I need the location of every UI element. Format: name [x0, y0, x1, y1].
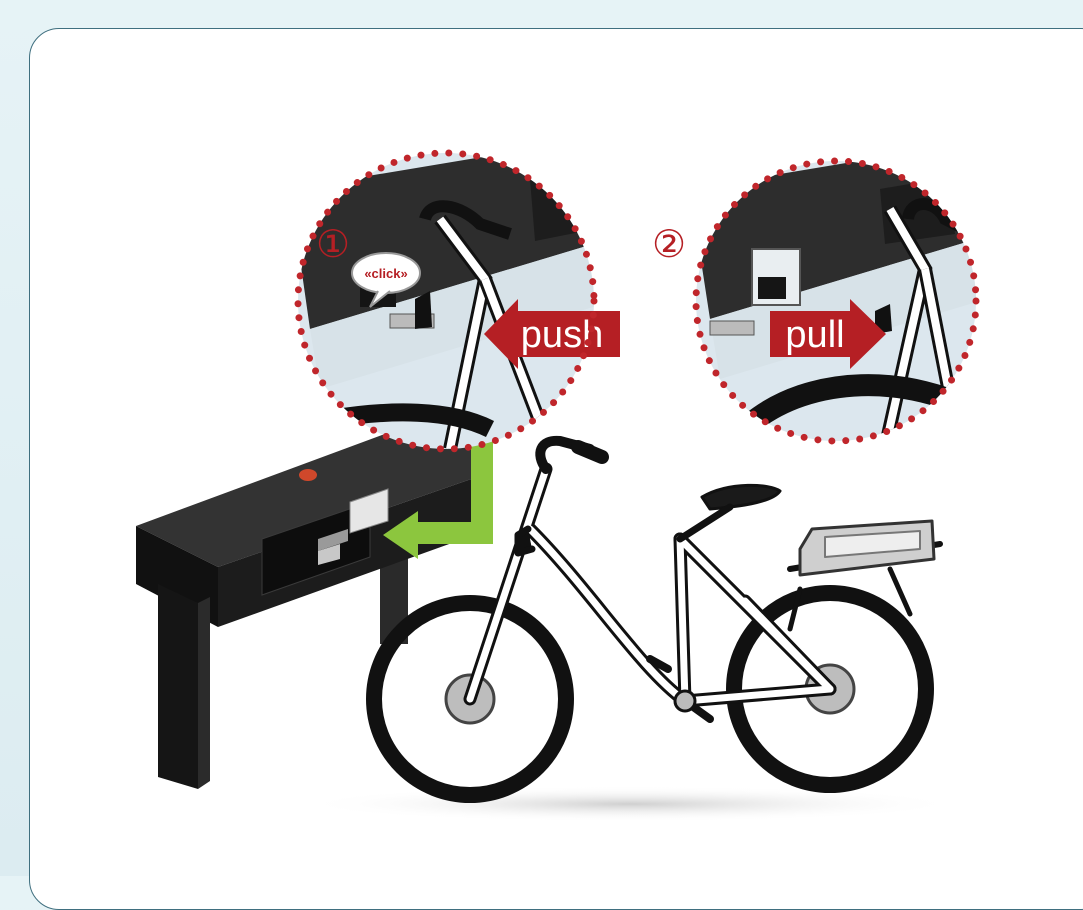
- pull-label: pull: [785, 314, 844, 356]
- push-label: push: [521, 314, 603, 356]
- step-2-zoom: pull: [690, 139, 1020, 449]
- step-2-number: ②: [652, 222, 686, 266]
- diagram-frame: push «click» ① pull ②: [29, 28, 1083, 910]
- step-1-number: ①: [316, 222, 350, 266]
- click-text: «click»: [364, 266, 407, 281]
- red-indicator-light: [299, 469, 317, 481]
- bike-docking-diagram: push «click» ① pull ②: [30, 29, 1083, 877]
- ground-shadow: [300, 786, 960, 822]
- step-1-zoom: push «click»: [290, 139, 620, 449]
